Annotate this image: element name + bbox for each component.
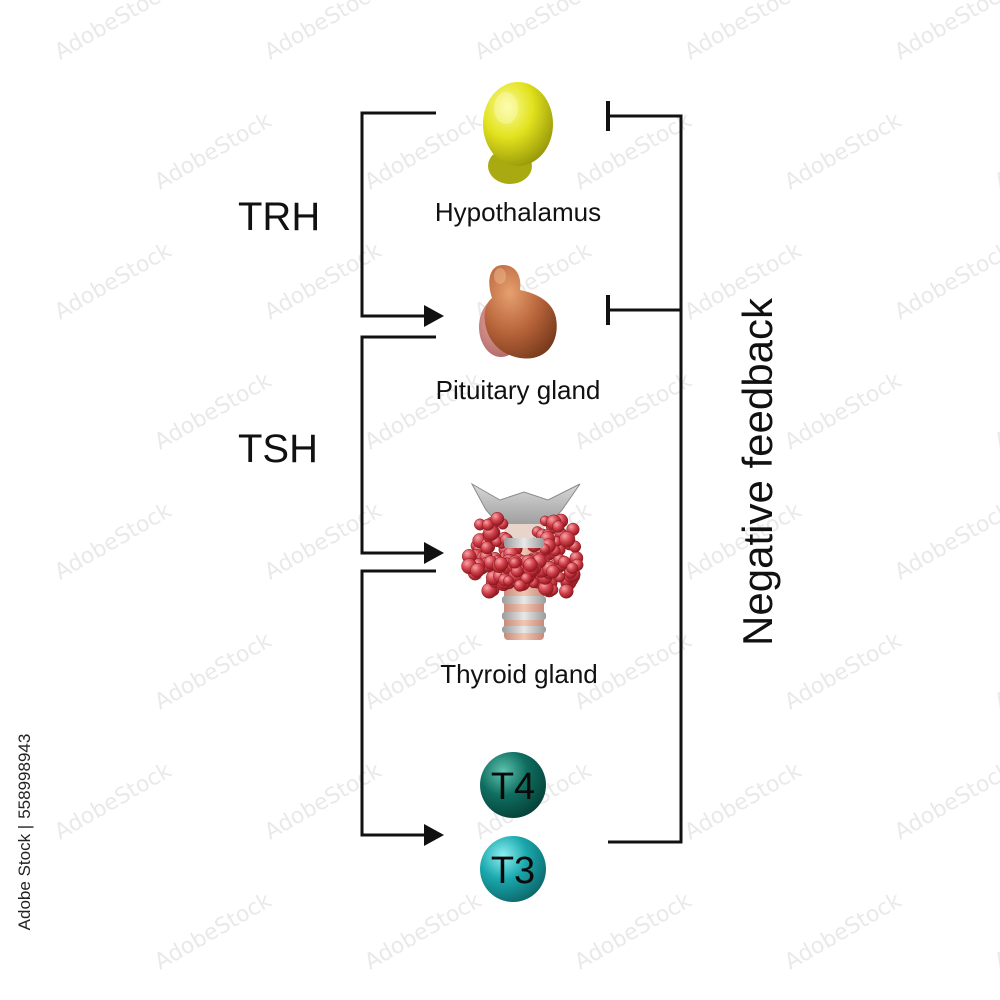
watermark-text: AdobeStock — [991, 628, 1000, 715]
tsh-label: TSH — [238, 427, 318, 471]
t4-molecule: T4 — [480, 752, 546, 818]
stock-id-group: Adobe Stock | 558998943 — [15, 734, 34, 931]
watermark-text: AdobeStock — [51, 0, 177, 65]
watermark-text: AdobeStock — [261, 0, 387, 65]
watermark-text: AdobeStock — [571, 888, 697, 975]
thyroid-output-arrowhead — [424, 824, 444, 846]
watermark-text: AdobeStock — [891, 0, 1000, 65]
thyroid-lobes — [461, 511, 584, 599]
watermark-text: AdobeStock — [261, 238, 387, 325]
tsh-bracket — [360, 335, 436, 555]
watermark-text: AdobeStock — [261, 758, 387, 845]
t4-label: T4 — [491, 766, 535, 808]
watermark-text: AdobeStock — [781, 368, 907, 455]
watermark-text: AdobeStock — [361, 108, 487, 195]
watermark-text: AdobeStock — [891, 758, 1000, 845]
watermark-text: AdobeStock — [781, 108, 907, 195]
watermark-text: AdobeStock — [681, 758, 807, 845]
watermark-text: AdobeStock — [681, 0, 807, 65]
negative-feedback-label: Negative feedback — [734, 297, 781, 646]
watermark-text: AdobeStock — [781, 628, 907, 715]
thyroid-illustration — [461, 482, 584, 640]
pituitary-label: Pituitary gland — [436, 375, 601, 405]
stock-prefix: Adobe Stock | — [15, 825, 34, 931]
watermark-text: AdobeStock — [151, 888, 277, 975]
stock-id-number: 558998943 — [15, 734, 34, 819]
trh-bracket — [360, 111, 436, 318]
hypothalamus-label: Hypothalamus — [435, 197, 601, 227]
watermark-text: AdobeStock — [151, 628, 277, 715]
watermark-text: AdobeStock — [991, 368, 1000, 455]
watermark-text: AdobeStock — [51, 498, 177, 585]
watermark-text: AdobeStock — [891, 498, 1000, 585]
feedback-bracket — [608, 114, 683, 844]
watermark-text: AdobeStock — [891, 238, 1000, 325]
trh-label: TRH — [238, 195, 320, 239]
thyroid-label: Thyroid gland — [440, 659, 598, 689]
connector-lines — [360, 101, 683, 846]
watermark-text: AdobeStock — [361, 888, 487, 975]
t3-molecule: T3 — [480, 836, 546, 902]
watermark-text: AdobeStock — [571, 108, 697, 195]
watermark-text: AdobeStock — [151, 108, 277, 195]
watermark-text: AdobeStock — [991, 108, 1000, 195]
trh-arrowhead — [424, 305, 444, 327]
thyroid-output-bracket — [360, 569, 436, 837]
pituitary-illustration — [479, 265, 557, 359]
watermark-text: AdobeStock — [51, 238, 177, 325]
watermark-text: AdobeStock — [471, 0, 597, 65]
watermark-text: AdobeStock — [51, 758, 177, 845]
hypothalamus-illustration — [483, 82, 553, 184]
stock-id-label: Adobe Stock | 558998943 — [15, 734, 34, 931]
watermark-text: AdobeStock — [781, 888, 907, 975]
tsh-arrowhead — [424, 542, 444, 564]
watermark-text: AdobeStock — [991, 888, 1000, 975]
t3-label: T3 — [491, 850, 535, 892]
